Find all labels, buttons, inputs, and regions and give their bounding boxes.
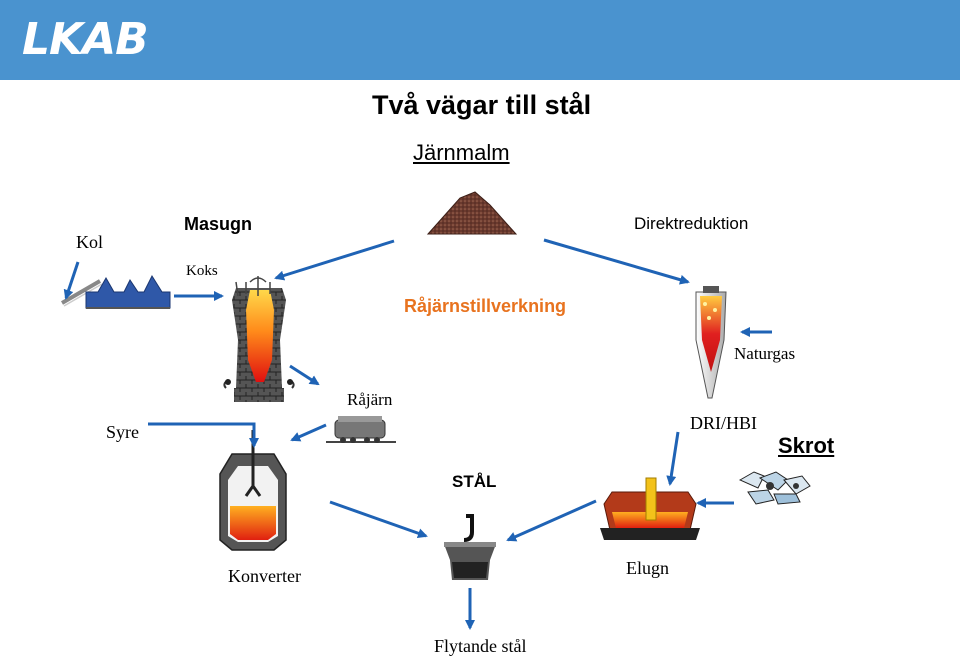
direct-reduction-shaft-icon [695, 286, 727, 399]
header-bar: LKAB [0, 0, 960, 80]
iron-ore-pile [426, 191, 518, 235]
lkab-logo: LKAB [22, 14, 149, 65]
flytande-stal-label: Flytande stål [434, 636, 527, 656]
stal-label: STÅL [452, 472, 497, 491]
rajarn-label: Råjärn [347, 390, 393, 409]
naturgas-label: Naturgas [734, 344, 796, 363]
koks-label: Koks [186, 263, 218, 279]
arrow-dri [666, 431, 680, 486]
ladle-icon [444, 514, 496, 580]
dri-hbi-label: DRI/HBI [690, 413, 757, 433]
arrow-ore-to-direkt [543, 238, 690, 285]
masugn-label: Masugn [184, 214, 253, 234]
arrow-ore-to-masugn [274, 239, 395, 281]
arrow-car-to-converter [290, 423, 327, 442]
electric-arc-furnace-icon [600, 477, 700, 540]
coke-oven-icon [60, 274, 171, 309]
converter-icon [219, 430, 287, 551]
direktreduktion-label: Direktreduktion [634, 214, 749, 233]
page-title: Två vägar till stål [372, 90, 592, 120]
arrow-eaf-to-ladle [506, 499, 597, 542]
arrow-coal [63, 261, 80, 300]
elugn-label: Elugn [626, 558, 669, 578]
iron-ore-label: Järnmalm [413, 140, 510, 165]
syre-label: Syre [106, 422, 139, 442]
arrow-syre [148, 422, 259, 448]
skrot-label: Skrot [778, 433, 835, 458]
rajarnstillverkning-label: Råjärnstillverkning [404, 296, 567, 316]
scrap-pile-icon [738, 471, 811, 505]
arrow-furnace-to-car [289, 364, 320, 386]
konverter-label: Konverter [228, 566, 301, 586]
kol-label: Kol [76, 232, 103, 252]
arrow-converter-to-ladle [329, 500, 428, 539]
torpedo-car-icon [326, 416, 396, 443]
blast-furnace-icon [223, 276, 295, 402]
